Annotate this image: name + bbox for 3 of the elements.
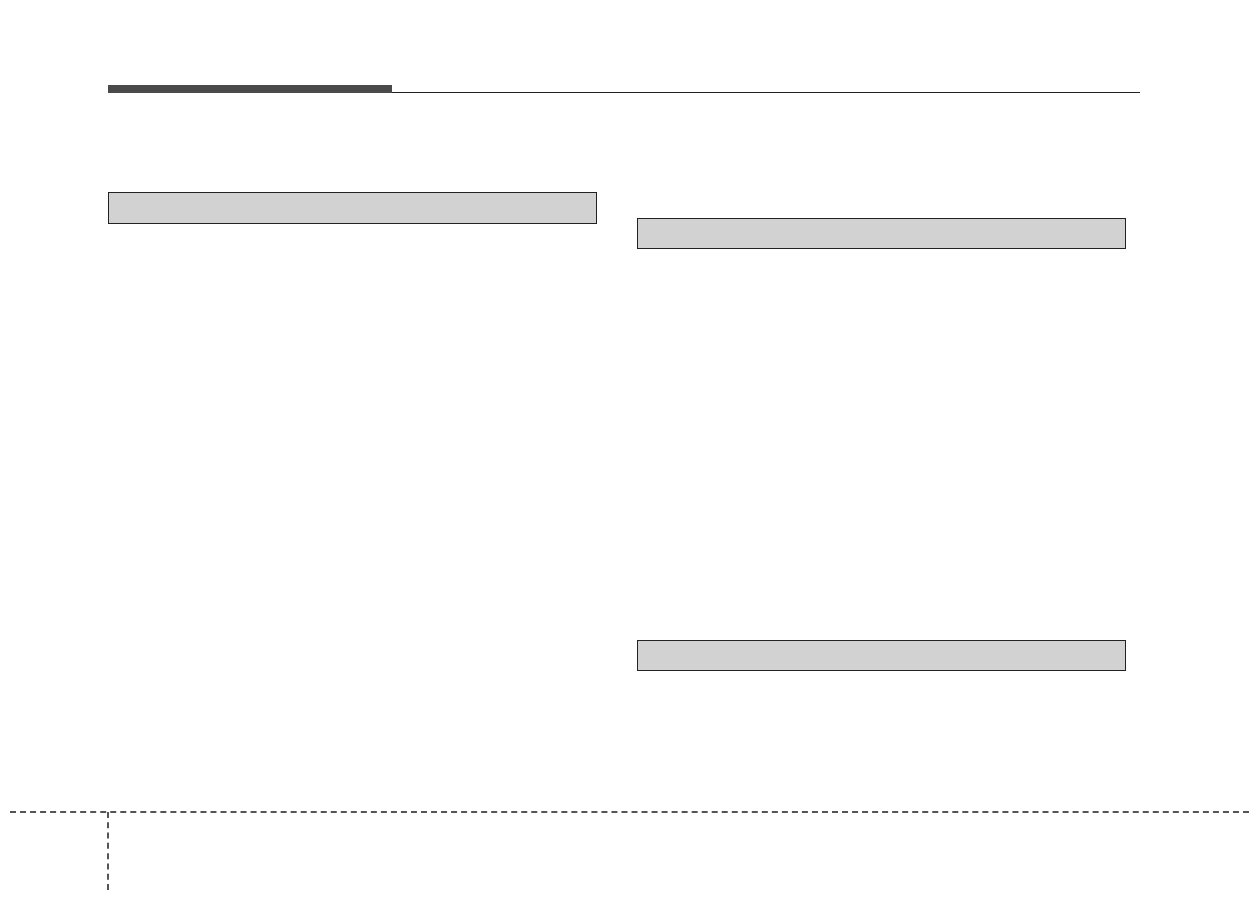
heading-box: [637, 218, 1126, 249]
heading-box: [637, 640, 1126, 671]
heading-box: [108, 192, 597, 224]
